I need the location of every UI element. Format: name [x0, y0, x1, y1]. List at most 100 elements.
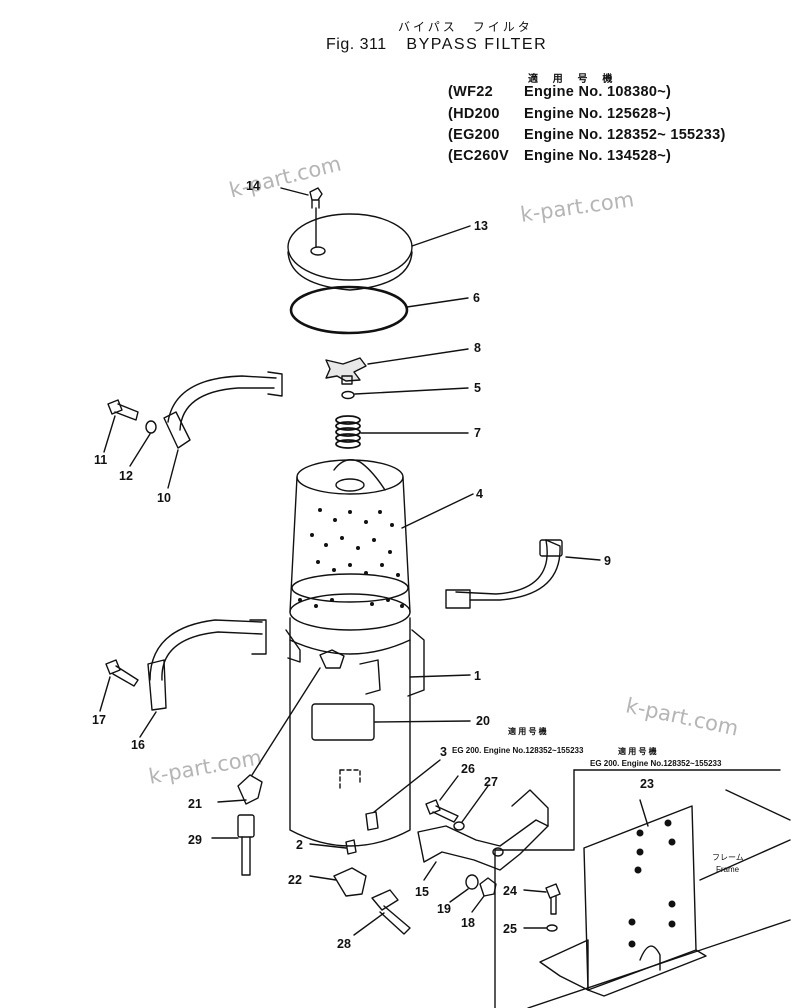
callout-17: 17: [92, 713, 106, 727]
bracket-note-heading: 適 用 号 機: [508, 726, 547, 736]
callout-15: 15: [415, 885, 429, 899]
bracket-note: EG 200. Engine No.128352~155233: [452, 746, 584, 755]
callout-16: 16: [131, 738, 145, 752]
washer-12: [145, 420, 157, 434]
leader-line: [423, 861, 437, 881]
applicability-engine: Engine No. 134528~): [524, 148, 672, 164]
callout-27: 27: [484, 775, 498, 789]
callout-6: 6: [473, 291, 480, 305]
pipe-29: [237, 814, 255, 876]
applicability-engine: Engine No. 108380~): [524, 84, 672, 100]
bolt-17: [105, 659, 139, 687]
callout-9: 9: [604, 554, 611, 568]
callout-1: 1: [474, 669, 481, 683]
frame-rail: [725, 789, 791, 821]
callout-12: 12: [119, 469, 133, 483]
applicability-model: (EG200: [448, 127, 500, 143]
callout-26: 26: [461, 762, 475, 776]
filter-element-4: [289, 459, 411, 631]
leader-line: [449, 888, 469, 903]
applicability-row: (EC260V Engine No. 134528~): [448, 148, 671, 164]
leader-line: [251, 667, 321, 776]
leader-line: [374, 720, 471, 723]
elbow-21: [237, 774, 263, 805]
leader-line: [471, 895, 485, 913]
callout-10: 10: [157, 491, 171, 505]
plug-3: [365, 811, 379, 831]
applicability-row: (WF22 Engine No. 108380~): [448, 84, 671, 100]
leader-line: [217, 799, 247, 803]
clamp-9: [445, 539, 563, 609]
applicability-model: (HD200: [448, 106, 500, 122]
leader-line: [280, 187, 309, 196]
bolt-26: [425, 799, 459, 823]
callout-8: 8: [474, 341, 481, 355]
callout-25: 25: [503, 922, 517, 936]
cover-13: [287, 207, 413, 291]
leader-line: [639, 799, 649, 827]
inset-outline: [494, 769, 575, 1008]
wing-nut-8: [325, 357, 367, 385]
leader-line: [167, 449, 179, 489]
leader-line: [103, 415, 116, 453]
nipple-2: [345, 839, 357, 855]
callout-11: 11: [94, 453, 107, 467]
ring-5: [341, 390, 355, 400]
frame-rail: [699, 839, 791, 881]
applicability-engine: Engine No. 125628~): [524, 106, 672, 122]
spring-7: [335, 415, 361, 449]
callout-7: 7: [474, 426, 481, 440]
leader-line: [99, 676, 111, 712]
callout-21: 21: [188, 797, 202, 811]
frame-label-jp: フレーム: [712, 853, 744, 862]
leader-line: [411, 225, 471, 247]
leader-line: [353, 912, 385, 936]
elbow-22: [309, 867, 367, 897]
callout-28: 28: [337, 937, 351, 951]
callout-22: 22: [288, 873, 302, 887]
callout-2: 2: [296, 838, 303, 852]
leader-line: [523, 889, 547, 893]
figure-name: BYPASS FILTER: [406, 36, 548, 53]
clamp-10: [163, 371, 283, 449]
callout-20: 20: [476, 714, 490, 728]
leader-line: [139, 711, 157, 738]
applicability-row: (EG200 Engine No. 128352~ 155233): [448, 127, 726, 143]
leader-line: [439, 775, 459, 801]
applicability-engine: Engine No. 128352~ 155233): [524, 127, 726, 143]
leader-line: [129, 433, 151, 467]
plug-14: [309, 187, 323, 209]
callout-5: 5: [474, 381, 481, 395]
washer-19: [465, 874, 479, 890]
callout-29: 29: [188, 833, 202, 847]
callout-18: 18: [461, 916, 475, 930]
callout-24: 24: [503, 884, 517, 898]
figure-title: Fig. 311 BYPASS FILTER: [326, 36, 547, 54]
callout-4: 4: [476, 487, 483, 501]
frame-note-heading: 適 用 号 機: [618, 746, 657, 756]
callout-14: 14: [246, 179, 260, 193]
bracket-plate-23: [539, 805, 707, 997]
applicability-model: (EC260V: [448, 148, 509, 164]
leader-line: [461, 785, 489, 823]
bolt-24: [545, 883, 561, 915]
title-japanese: バイパス フイルタ: [398, 20, 533, 34]
bracket-15: [417, 789, 549, 871]
frame-note: EG 200. Engine No.128352~155233: [590, 759, 722, 768]
figure-number: Fig. 311: [326, 36, 387, 53]
filter-body-1: [285, 617, 425, 847]
nut-18: [479, 877, 497, 897]
applicability-model: (WF22: [448, 84, 493, 100]
callout-19: 19: [437, 902, 451, 916]
leader-line: [401, 493, 474, 529]
leader-line: [406, 297, 469, 308]
applicability-heading: 適 用 号 機: [528, 74, 619, 85]
leader-line: [309, 843, 347, 849]
bolt-11: [107, 399, 139, 421]
callout-13: 13: [474, 219, 488, 233]
frame-label: Frame: [716, 865, 740, 874]
leader-line: [409, 674, 471, 678]
applicability-row: (HD200 Engine No. 125628~): [448, 106, 671, 122]
